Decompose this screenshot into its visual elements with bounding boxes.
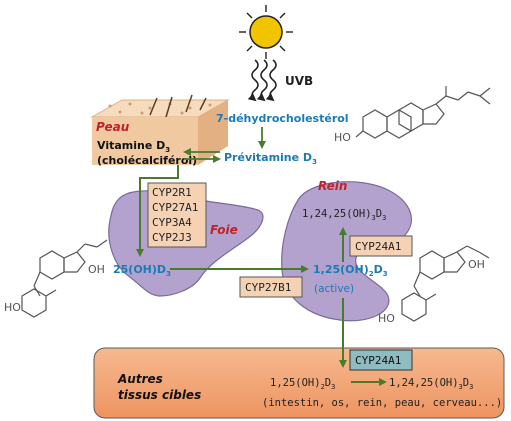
- skin-to-liver-arrow: [136, 165, 179, 257]
- oh-label-2: OH: [468, 258, 485, 271]
- cyp24a1-target-label: CYP24A1: [355, 354, 401, 367]
- active-label: (active): [314, 283, 354, 295]
- calcitriol-label: 1,25(OH)2D3: [313, 263, 388, 278]
- liver-enzyme-4: CYP2J3: [152, 231, 192, 244]
- skin-block: [90, 94, 230, 165]
- target-source-metabolite: 1,25(OH)2D3: [270, 377, 335, 391]
- cyp27b1-box: [239, 276, 303, 298]
- target-tissue-label-1: Autres: [117, 372, 163, 386]
- calcitriol-molecule: [401, 245, 490, 322]
- liver-enzyme-1: CYP2R1: [152, 186, 192, 199]
- cyp24a1-kidney-label: CYP24A1: [355, 240, 401, 253]
- cholecalciferol-label: (cholécalciférol): [97, 154, 197, 167]
- ho-label-2: HO: [4, 301, 21, 314]
- dehydrocholesterol-label: 7-déhydrocholestérol: [216, 112, 349, 125]
- liver-label: Foie: [210, 223, 238, 237]
- kidney-label: Rein: [318, 179, 347, 193]
- oh-label-1: OH: [88, 263, 105, 276]
- skin-label: Peau: [96, 120, 130, 134]
- dehydrocholesterol-molecule: [355, 86, 491, 139]
- 25oh-d3-label: 25(OH)D3: [113, 263, 171, 278]
- cyp24a1-target-box: [349, 349, 413, 371]
- sun-icon: [239, 5, 293, 59]
- liver-enzyme-box: [147, 182, 207, 248]
- target-tissue-list: (intestin, os, rein, peau, cerveau...): [262, 397, 502, 409]
- previtamin-d3-label: Prévitamine D3: [224, 151, 317, 166]
- uvb-label: UVB: [285, 74, 313, 88]
- uv-wave-icon: [247, 59, 277, 102]
- target-product-metabolite: 1,24,25(OH)3D3: [389, 377, 473, 391]
- vitamin-d3-molecule: [21, 239, 108, 318]
- liver-enzyme-2: CYP27A1: [152, 201, 198, 214]
- vitamin-d3-label: Vitamine D3: [97, 139, 170, 154]
- cyp27b1-label: CYP27B1: [245, 281, 291, 294]
- ho-label-3: HO: [378, 312, 395, 325]
- ho-label-1: HO: [334, 131, 351, 144]
- kidney-inactive-metabolite-label: 1,24,25(OH)3D3: [302, 208, 386, 222]
- cyp24a1-kidney-box: [349, 235, 413, 257]
- target-tissue-label-2: tissus cibles: [118, 388, 201, 402]
- liver-enzyme-3: CYP3A4: [152, 216, 192, 229]
